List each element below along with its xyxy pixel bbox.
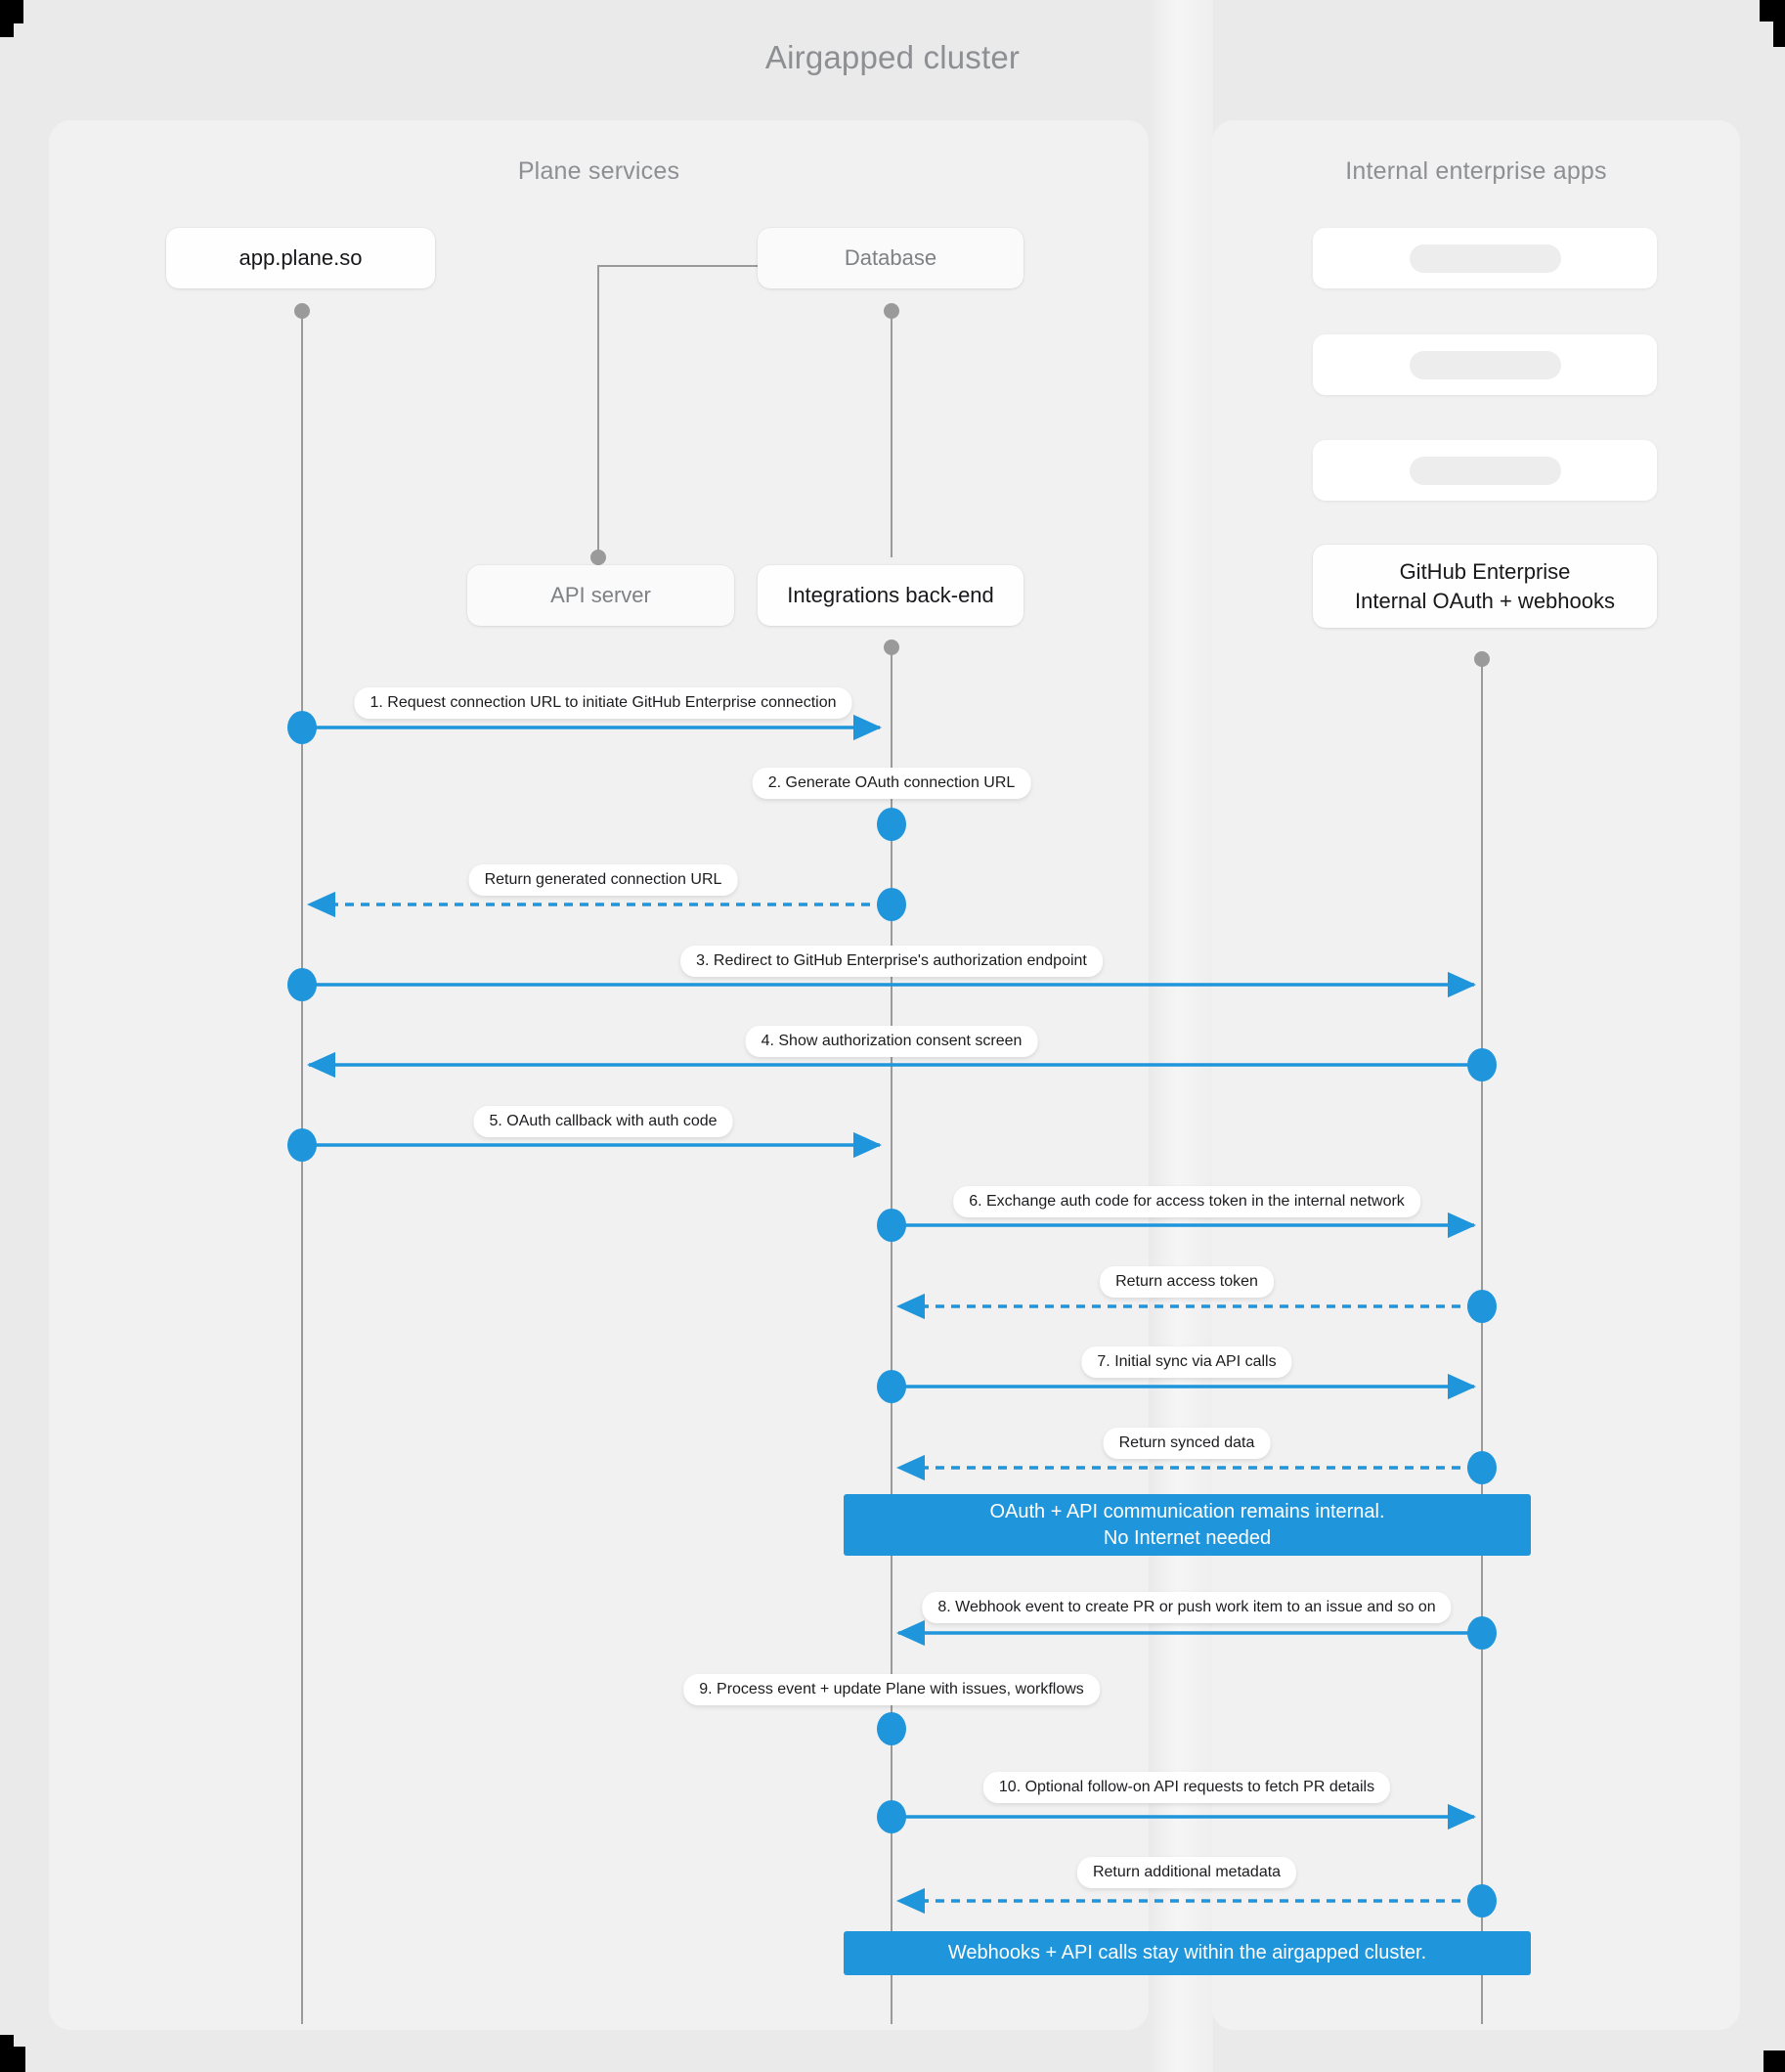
message-label-13: 10. Optional follow-on API requests to f… [982,1772,1391,1803]
placeholder-pill [1409,243,1561,273]
message-label-9: 7. Initial sync via API calls [1081,1346,1292,1378]
note-airgapped-cluster: Webhooks + API calls stay within the air… [844,1931,1531,1975]
corner-mark-top-right [1760,0,1785,22]
placeholder-app-card-1 [1313,228,1657,288]
page-title: Airgapped cluster [764,39,1021,75]
panel-plane-services-title: Plane services [517,157,680,185]
node-database[interactable]: Database [758,228,1023,288]
message-label-8: Return access token [1100,1266,1274,1298]
note-airgapped-cluster-text: Webhooks + API calls stay within the air… [947,1942,1427,1963]
node-github-enterprise-line2: Internal OAuth + webhooks [1355,588,1615,613]
panel-internal-enterprise-apps-title: Internal enterprise apps [1345,157,1607,185]
placeholder-pill [1409,456,1561,485]
message-label-2: 2. Generate OAuth connection URL [752,768,1031,799]
node-integrations-backend[interactable]: Integrations back-end [758,565,1023,626]
placeholder-app-card-3 [1313,440,1657,501]
message-label-14: Return additional metadata [1076,1857,1297,1888]
message-label-5: 4. Show authorization consent screen [745,1026,1038,1057]
message-label-3: Return generated connection URL [468,864,738,896]
corner-mark-top-left [0,0,23,23]
corner-mark-bottom-right [1763,2050,1785,2072]
node-api-server[interactable]: API server [467,565,734,626]
background-band [1149,0,1213,2072]
note-internal-communication: OAuth + API communication remains intern… [844,1494,1531,1556]
message-label-6: 5. OAuth callback with auth code [473,1106,733,1137]
node-database-label: Database [844,245,937,271]
corner-mark-top-right-tail [1773,22,1785,47]
corner-mark-bottom-left [0,2047,25,2072]
message-label-1: 1. Request connection URL to initiate Gi… [354,687,852,719]
node-app-plane-so[interactable]: app.plane.so [166,228,435,288]
message-label-11: 8. Webhook event to create PR or push wo… [922,1592,1452,1623]
node-api-server-label: API server [550,583,651,608]
message-label-10: Return synced data [1103,1428,1271,1459]
placeholder-app-card-2 [1313,334,1657,395]
corner-mark-bottom-left-tail [0,2035,14,2047]
note-internal-communication-text: OAuth + API communication remains intern… [989,1499,1384,1552]
node-app-plane-so-label: app.plane.so [239,245,363,271]
node-github-enterprise-label: GitHub Enterprise Internal OAuth + webho… [1355,557,1615,614]
node-github-enterprise-line1: GitHub Enterprise [1399,559,1571,585]
corner-mark-top-left-tail [0,23,14,37]
node-integrations-backend-label: Integrations back-end [787,583,994,608]
message-label-12: 9. Process event + update Plane with iss… [683,1674,1100,1705]
note-1-line2: No Internet needed [1103,1526,1272,1549]
node-github-enterprise[interactable]: GitHub Enterprise Internal OAuth + webho… [1313,545,1657,628]
message-label-4: 3. Redirect to GitHub Enterprise's autho… [680,946,1103,977]
note-1-line1: OAuth + API communication remains intern… [989,1500,1385,1522]
message-label-7: 6. Exchange auth code for access token i… [953,1186,1420,1217]
placeholder-pill [1409,350,1561,379]
